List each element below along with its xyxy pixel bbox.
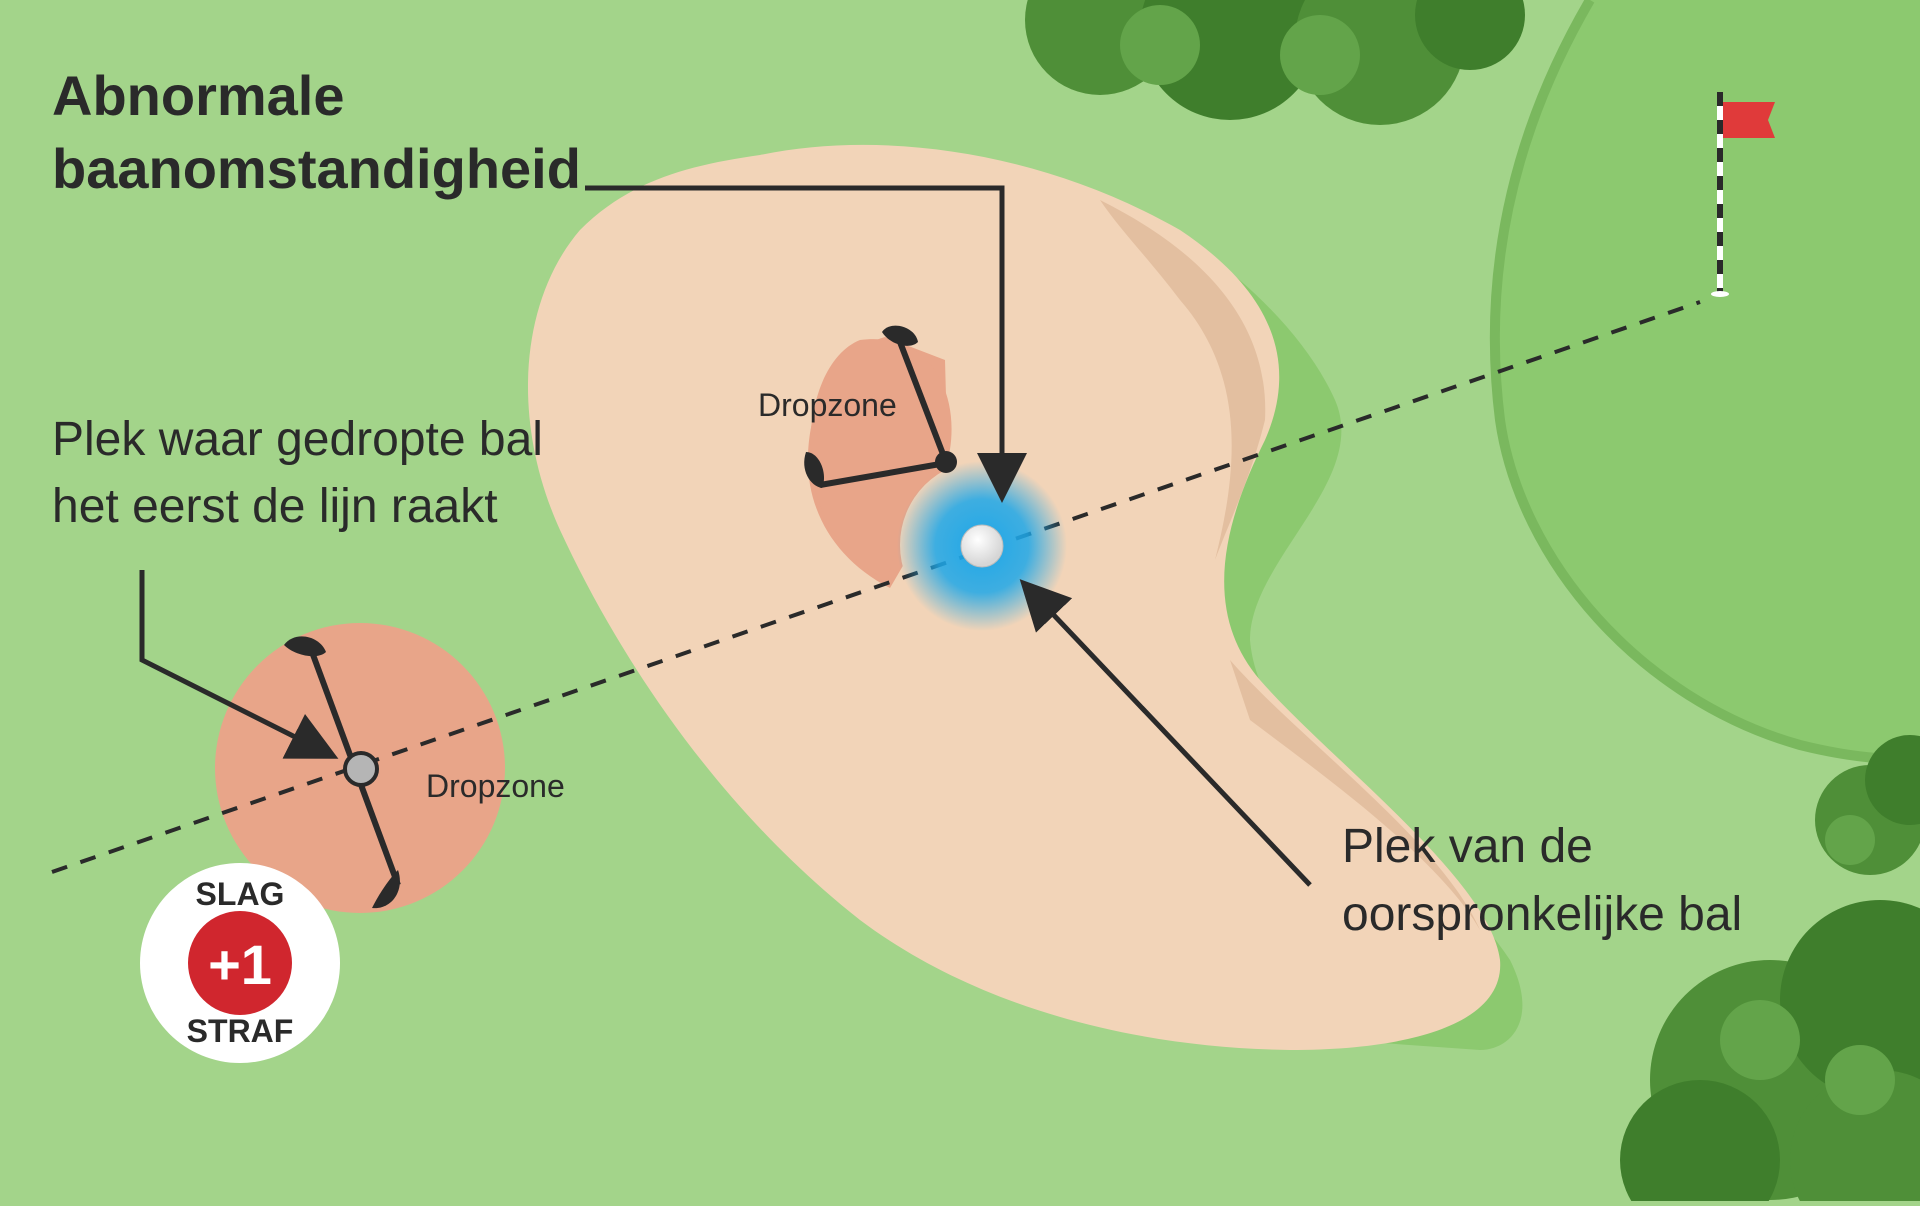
flag-icon	[1711, 92, 1775, 297]
original-ball	[960, 524, 1004, 568]
note-original-ball-line-1: Plek van de	[1342, 820, 1593, 873]
arrow-note-to-original-ball	[1019, 579, 1312, 887]
title-line-2: baanomstandigheid	[52, 137, 581, 200]
dropzone-far-shape	[810, 339, 952, 580]
penalty-badge-top: SLAG	[196, 876, 285, 912]
dropzone-far-label: Dropzone	[758, 387, 897, 423]
tree-right-large	[1620, 900, 1920, 1206]
club-far-vertical-icon	[882, 325, 949, 464]
drop-point-ball	[343, 751, 379, 787]
penalty-badge-bottom: STRAF	[187, 1013, 294, 1049]
tree-right-small	[1815, 735, 1920, 875]
tree-top	[1025, 0, 1525, 125]
bunker-shade-lower	[1230, 660, 1480, 930]
putting-green	[1494, 0, 1920, 759]
club-far-horizontal-icon	[804, 451, 957, 488]
arrow-title-to-ball	[585, 185, 1027, 503]
arrow-note-to-drop-point	[139, 570, 339, 759]
penalty-badge-value: +1	[208, 933, 272, 996]
bunker-shade	[1100, 200, 1266, 560]
note-original-ball-line-2: oorspronkelijke bal	[1342, 888, 1742, 941]
reference-line	[51, 300, 1701, 874]
putting-green-edge	[1489, 0, 1920, 764]
penalty-badge: SLAG +1 STRAF	[140, 863, 340, 1063]
title-line-1: Abnormale	[52, 64, 345, 127]
dropzone-near-label: Dropzone	[426, 768, 565, 804]
note-drop-point-line-1: Plek waar gedropte bal	[52, 413, 543, 466]
note-drop-point-line-2: het eerst de lijn raakt	[52, 480, 498, 533]
